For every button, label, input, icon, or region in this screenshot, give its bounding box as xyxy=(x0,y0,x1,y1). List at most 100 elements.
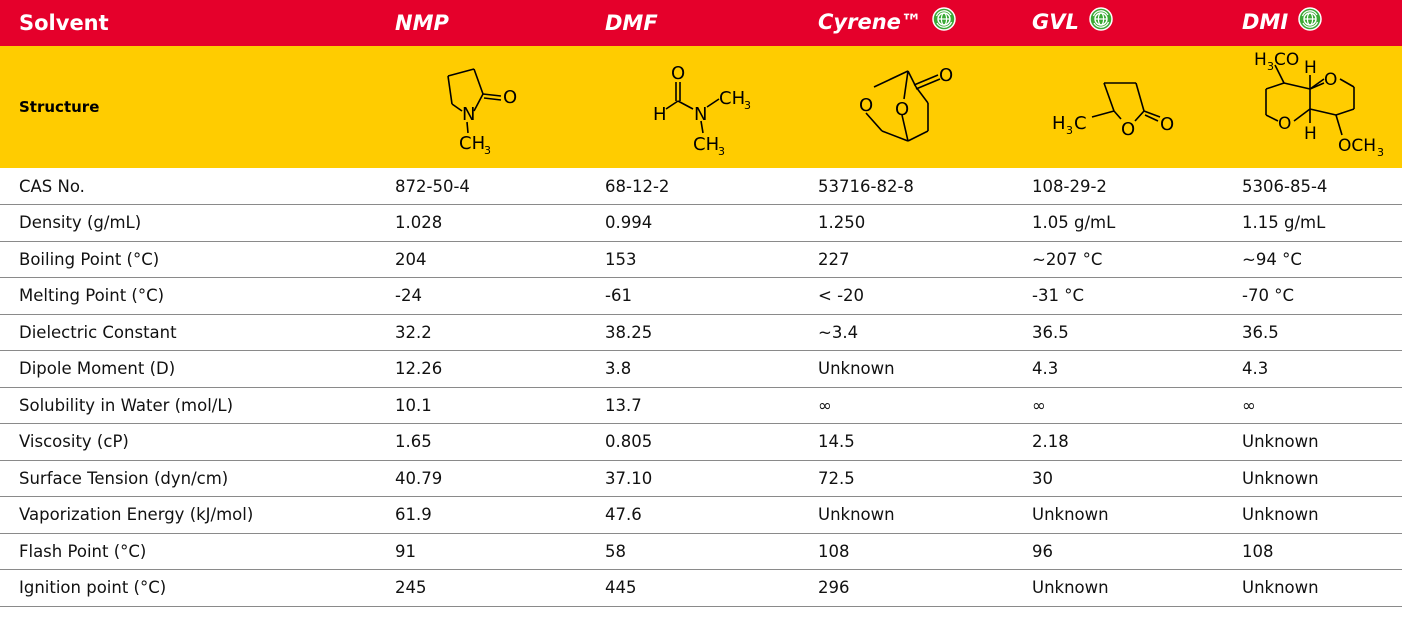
cell-dmi: 108 xyxy=(1223,533,1402,570)
atom-label: H xyxy=(1304,58,1317,78)
property-label: Dielectric Constant xyxy=(0,314,376,351)
cell-nmp: 1.65 xyxy=(376,423,586,461)
dmi-structure-diagram: H 3 CO H O O H OCH 3 xyxy=(1254,50,1384,159)
green-chemistry-globe-icon xyxy=(1298,7,1322,36)
property-label: Viscosity (cP) xyxy=(0,423,376,461)
header-solvent-gvl: GVL xyxy=(1013,0,1223,46)
cell-dmi: 5306-85-4 xyxy=(1223,168,1402,205)
cell-gvl: ∞ xyxy=(1013,387,1223,424)
cell-dmf: 445 xyxy=(586,569,799,607)
cell-cyrene: Unknown xyxy=(799,350,1013,388)
property-label: Solubility in Water (mol/L) xyxy=(0,387,376,424)
header-solvent-cyrene: Cyrene™ xyxy=(799,0,1013,46)
structure-dmf: O H N CH 3 CH 3 xyxy=(586,46,799,168)
cell-dmf: 153 xyxy=(586,241,799,278)
cell-dmf: 3.8 xyxy=(586,350,799,388)
table-row: Flash Point (°C) 91 58 108 96 108 xyxy=(0,533,1402,570)
atom-label: H xyxy=(1304,124,1317,144)
header-row: Solvent NMP DMF Cyrene™ GVL xyxy=(0,0,1402,46)
cell-dmf: 0.994 xyxy=(586,204,799,242)
cell-nmp: 32.2 xyxy=(376,314,586,351)
cell-gvl: Unknown xyxy=(1013,569,1223,607)
cell-dmf: 37.10 xyxy=(586,460,799,497)
atom-label: 3 xyxy=(484,144,491,157)
cell-gvl: ~207 °C xyxy=(1013,241,1223,278)
atom-label: O xyxy=(503,87,517,108)
cell-nmp: 204 xyxy=(376,241,586,278)
header-solvent-dmi: DMI xyxy=(1223,0,1402,46)
atom-label: 3 xyxy=(1066,124,1073,137)
property-label: Melting Point (°C) xyxy=(0,277,376,315)
atom-label: CO xyxy=(1274,50,1299,70)
property-label: Flash Point (°C) xyxy=(0,533,376,570)
atom-label: O xyxy=(1160,114,1174,135)
nmp-structure-diagram: O N CH 3 xyxy=(447,68,517,157)
atom-label: H xyxy=(1052,113,1066,134)
cell-gvl: 96 xyxy=(1013,533,1223,570)
cell-dmf: 0.805 xyxy=(586,423,799,461)
header-solvent-nmp: NMP xyxy=(376,0,586,46)
cell-cyrene: 53716-82-8 xyxy=(799,168,1013,205)
cell-nmp: 91 xyxy=(376,533,586,570)
atom-label: H xyxy=(653,104,667,125)
cell-dmf: 58 xyxy=(586,533,799,570)
cell-dmf: 68-12-2 xyxy=(586,168,799,205)
cell-nmp: -24 xyxy=(376,277,586,315)
header-solvent-label: Solvent xyxy=(0,0,376,46)
cell-nmp: 1.028 xyxy=(376,204,586,242)
cell-cyrene: 296 xyxy=(799,569,1013,607)
cell-gvl: 4.3 xyxy=(1013,350,1223,388)
gvl-structure-diagram: H 3 C O O xyxy=(1052,82,1174,140)
structure-gvl: H 3 C O O xyxy=(1013,46,1223,168)
cell-dmi: Unknown xyxy=(1223,423,1402,461)
cell-nmp: 40.79 xyxy=(376,460,586,497)
property-label: Density (g/mL) xyxy=(0,204,376,242)
structure-dmi: H 3 CO H O O H OCH 3 xyxy=(1223,46,1402,168)
table-row: Solubility in Water (mol/L) 10.1 13.7 ∞ … xyxy=(0,387,1402,424)
cell-gvl: 108-29-2 xyxy=(1013,168,1223,205)
cell-gvl: 1.05 g/mL xyxy=(1013,204,1223,242)
table-row: Vaporization Energy (kJ/mol) 61.9 47.6 U… xyxy=(0,496,1402,534)
cell-gvl: 2.18 xyxy=(1013,423,1223,461)
dmf-structure-diagram: O H N CH 3 CH 3 xyxy=(653,63,751,158)
cell-dmi: Unknown xyxy=(1223,496,1402,534)
cell-gvl: Unknown xyxy=(1013,496,1223,534)
atom-label: OCH xyxy=(1338,136,1376,156)
atom-label: O xyxy=(1324,70,1337,90)
table-row: Viscosity (cP) 1.65 0.805 14.5 2.18 Unkn… xyxy=(0,423,1402,461)
cell-dmf: 38.25 xyxy=(586,314,799,351)
cell-gvl: -31 °C xyxy=(1013,277,1223,315)
structure-label: Structure xyxy=(0,46,376,168)
cell-dmf: -61 xyxy=(586,277,799,315)
cell-nmp: 61.9 xyxy=(376,496,586,534)
atom-label: O xyxy=(1278,114,1291,134)
table-row: Dielectric Constant 32.2 38.25 ~3.4 36.5… xyxy=(0,314,1402,351)
cell-nmp: 245 xyxy=(376,569,586,607)
cell-dmi: 1.15 g/mL xyxy=(1223,204,1402,242)
atom-label: 3 xyxy=(744,99,751,112)
cell-dmi: ∞ xyxy=(1223,387,1402,424)
cell-cyrene: ∞ xyxy=(799,387,1013,424)
header-solvent-dmf: DMF xyxy=(586,0,799,46)
cell-cyrene: 14.5 xyxy=(799,423,1013,461)
atom-label: 3 xyxy=(1377,146,1384,159)
property-label: CAS No. xyxy=(0,168,376,205)
structure-nmp: O N CH 3 xyxy=(376,46,586,168)
solvent-comparison-table: Solvent NMP DMF Cyrene™ GVL xyxy=(0,0,1402,607)
cyrene-structure-diagram: O O O xyxy=(859,65,953,142)
cell-gvl: 30 xyxy=(1013,460,1223,497)
atom-label: 3 xyxy=(718,145,725,158)
cell-nmp: 12.26 xyxy=(376,350,586,388)
green-chemistry-globe-icon xyxy=(1089,7,1113,36)
atom-label: C xyxy=(1074,113,1087,134)
cell-cyrene: ~3.4 xyxy=(799,314,1013,351)
property-label: Dipole Moment (D) xyxy=(0,350,376,388)
atom-label: O xyxy=(671,63,685,84)
cell-dmf: 47.6 xyxy=(586,496,799,534)
cell-dmi: 36.5 xyxy=(1223,314,1402,351)
property-label: Ignition point (°C) xyxy=(0,569,376,607)
table-row: Melting Point (°C) -24 -61 < -20 -31 °C … xyxy=(0,277,1402,315)
atom-label: N xyxy=(462,104,475,125)
structure-row: Structure O N CH xyxy=(0,46,1402,168)
cell-dmf: 13.7 xyxy=(586,387,799,424)
